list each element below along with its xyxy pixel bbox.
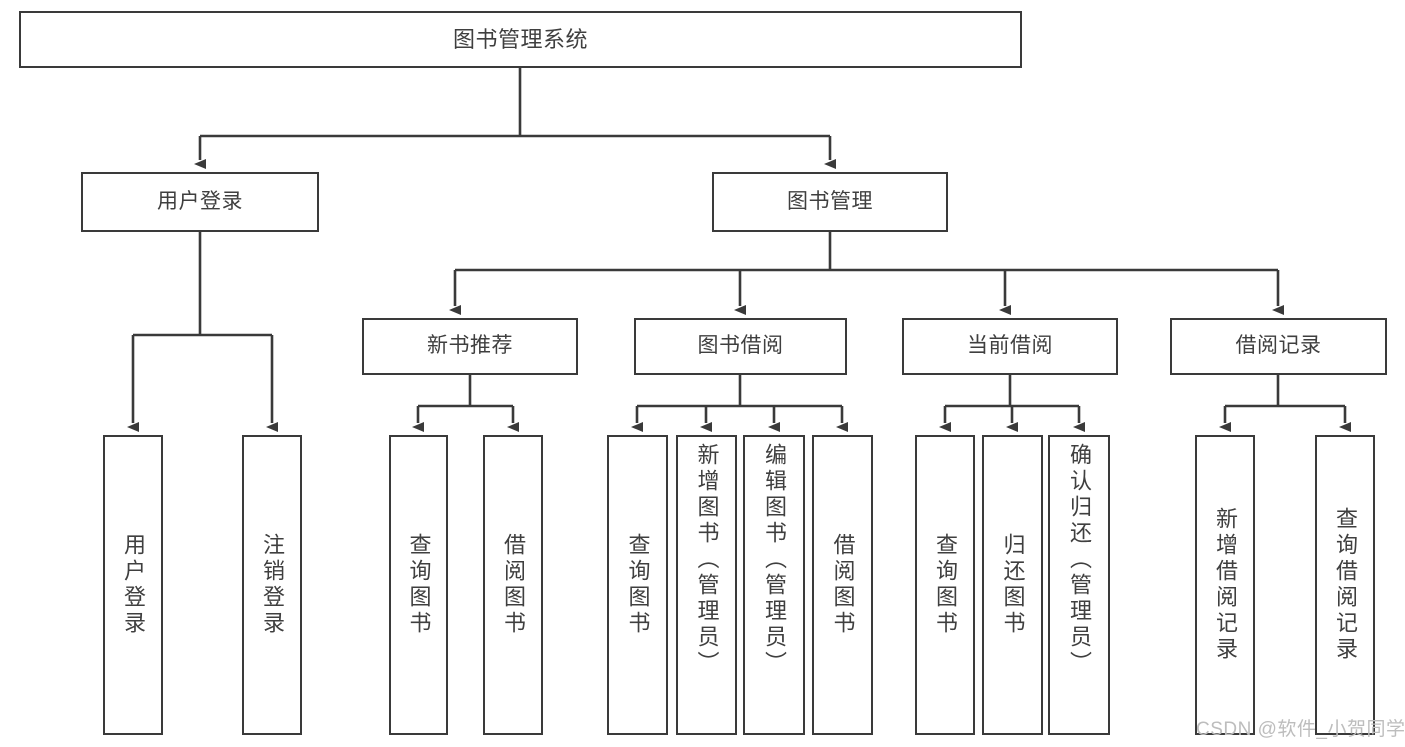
node-label: 图书管理系统 — [452, 26, 588, 52]
node-book-borrow[interactable]: 图书借阅 — [634, 318, 847, 375]
leaf-current-borrow-return-book[interactable]: 归还图书 — [982, 435, 1043, 735]
node-label: 图书管理 — [787, 189, 873, 213]
node-label: 新书推荐 — [427, 334, 513, 358]
node-label: 查询图书 — [406, 533, 432, 637]
node-label: 新增借阅记录 — [1213, 507, 1238, 663]
node-label: 查询借阅记录 — [1333, 507, 1358, 663]
leaf-user-login-logout[interactable]: 注销登录 — [242, 435, 302, 735]
node-label: 借阅记录 — [1235, 334, 1322, 358]
node-borrow-record[interactable]: 借阅记录 — [1170, 318, 1387, 375]
leaf-book-borrow-query-book[interactable]: 查询图书 — [607, 435, 668, 735]
leaf-new-book-query-book[interactable]: 查询图书 — [389, 435, 448, 735]
node-label: 借阅图书 — [501, 533, 526, 637]
leaf-new-book-borrow-book[interactable]: 借阅图书 — [483, 435, 543, 735]
leaf-current-borrow-query-book[interactable]: 查询图书 — [915, 435, 975, 735]
leaf-user-login-login[interactable]: 用户登录 — [103, 435, 163, 735]
node-new-book-recommend[interactable]: 新书推荐 — [362, 318, 578, 375]
node-label: 编辑图书（管理员） — [762, 443, 787, 677]
node-user-login[interactable]: 用户登录 — [81, 172, 319, 232]
node-label: 归还图书 — [1000, 533, 1026, 637]
leaf-book-borrow-edit-book-admin[interactable]: 编辑图书（管理员） — [743, 435, 805, 735]
leaf-borrow-record-query-record[interactable]: 查询借阅记录 — [1315, 435, 1375, 735]
leaf-current-borrow-confirm-return-admin[interactable]: 确认归还（管理员） — [1048, 435, 1110, 735]
node-label: 图书借阅 — [697, 334, 784, 358]
node-label: 用户登录 — [157, 189, 243, 213]
node-current-borrow[interactable]: 当前借阅 — [902, 318, 1118, 375]
node-label: 借阅图书 — [830, 533, 856, 637]
node-label: 当前借阅 — [967, 334, 1053, 358]
leaf-borrow-record-add-record[interactable]: 新增借阅记录 — [1195, 435, 1255, 735]
node-label: 查询图书 — [625, 533, 651, 637]
node-label: 确认归还（管理员） — [1067, 443, 1092, 677]
leaf-book-borrow-add-book-admin[interactable]: 新增图书（管理员） — [676, 435, 737, 735]
node-root-book-management-system[interactable]: 图书管理系统 — [19, 11, 1022, 68]
csdn-watermark: CSDN @软件_小贺同学 — [1196, 719, 1405, 740]
node-book-management[interactable]: 图书管理 — [712, 172, 948, 232]
node-label: 新增图书（管理员） — [694, 443, 720, 677]
node-label: 注销登录 — [260, 533, 285, 637]
leaf-book-borrow-borrow-book[interactable]: 借阅图书 — [812, 435, 873, 735]
node-label: 用户登录 — [121, 533, 146, 637]
node-label: 查询图书 — [933, 533, 958, 637]
